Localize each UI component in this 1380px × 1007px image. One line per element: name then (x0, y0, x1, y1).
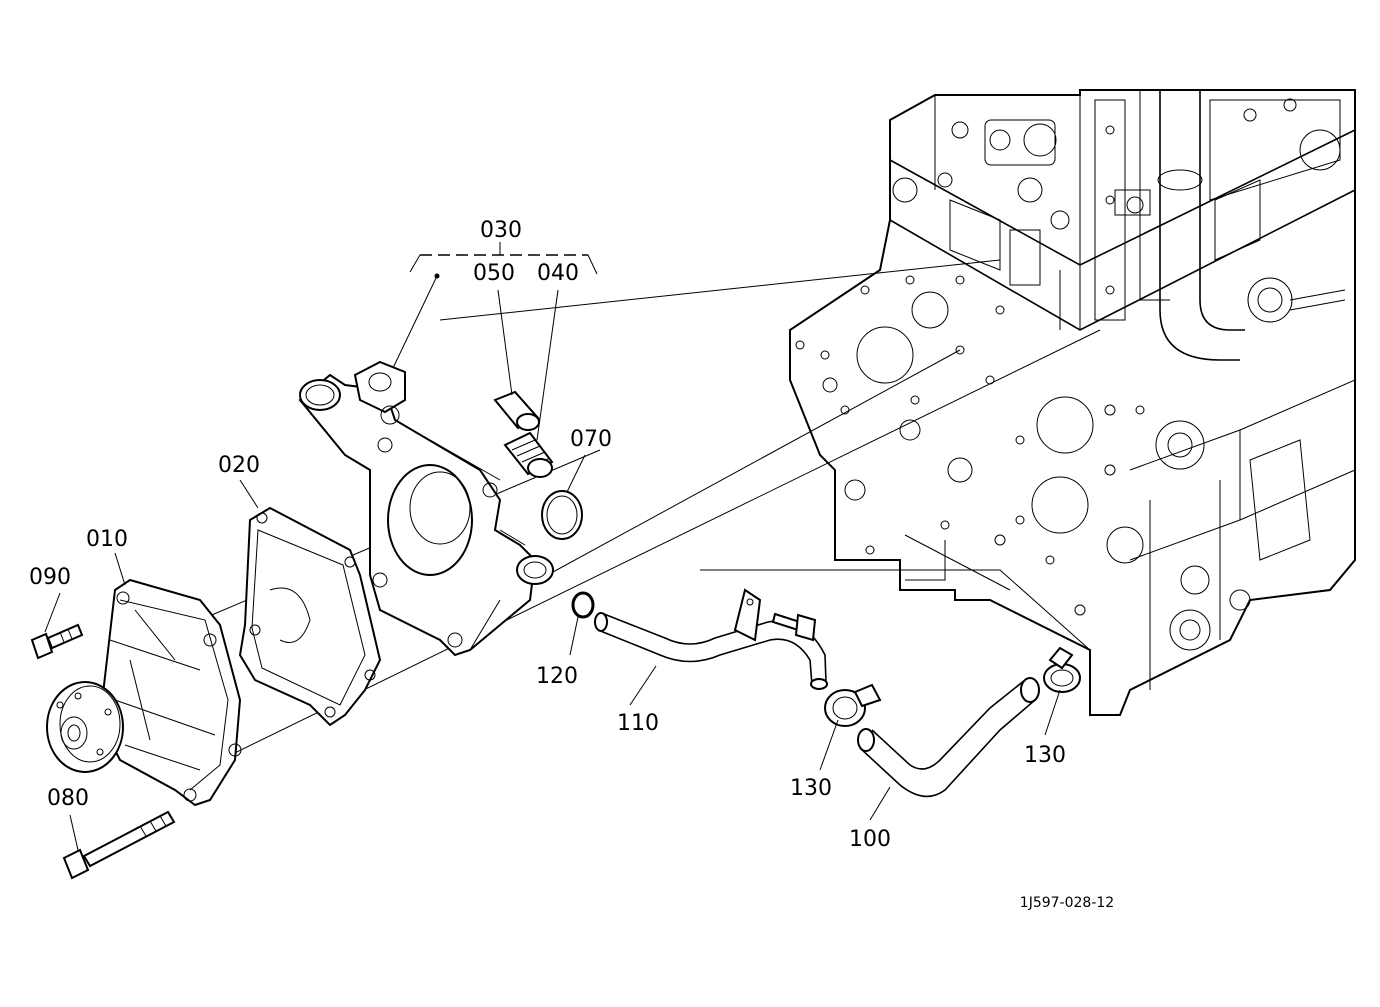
callout-050: 050 (473, 261, 515, 286)
o-ring-120 (571, 591, 595, 619)
bolt-090 (30, 623, 84, 660)
callout-080: 080 (47, 786, 89, 811)
water-pump-010 (46, 578, 242, 807)
hose-clamp-130-right (1043, 646, 1081, 693)
o-ring-070 (541, 490, 583, 540)
pipe-050 (493, 390, 540, 431)
pipe-bolt (771, 612, 817, 642)
callout-100: 100 (849, 827, 891, 852)
callout-labels: 030 050 040 070 020 010 090 080 120 110 … (29, 218, 1066, 852)
callout-130-left: 130 (790, 776, 832, 801)
callout-090: 090 (29, 565, 71, 590)
callout-120: 120 (536, 664, 578, 689)
gasket-020 (238, 506, 382, 727)
callout-070: 070 (570, 427, 612, 452)
figure-code: 1J597-028-12 (1020, 895, 1114, 911)
callout-110: 110 (617, 711, 659, 736)
bolt-080 (62, 810, 176, 880)
fitting-040 (503, 431, 554, 478)
hose-clamp-130-left (824, 683, 882, 727)
group-bracket-030 (409, 242, 598, 275)
pipe-110 (594, 588, 828, 690)
callout-010: 010 (86, 527, 128, 552)
callout-030: 030 (480, 218, 522, 243)
callout-130-right: 130 (1024, 743, 1066, 768)
hose-100 (857, 677, 1040, 798)
leader-lines (44, 273, 1061, 851)
callout-020: 020 (218, 453, 260, 478)
water-flange-030 (298, 360, 554, 657)
callout-040: 040 (537, 261, 579, 286)
engine-block (789, 89, 1356, 716)
